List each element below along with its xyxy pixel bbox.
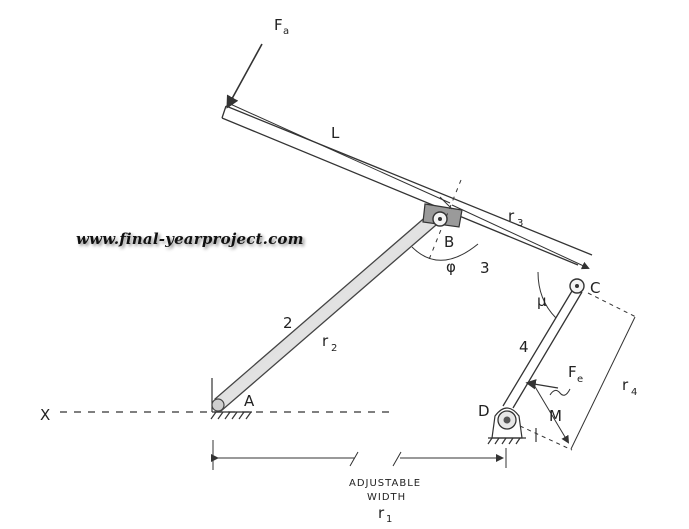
pivot-c-center (575, 284, 579, 288)
length-l-label: L (331, 124, 340, 142)
svg-text:r: r (378, 504, 385, 522)
link-r2-label: r 2 (322, 332, 338, 354)
link-2-number: 2 (283, 314, 293, 332)
angle-phi-label: φ (446, 258, 456, 276)
dimension-r4 (519, 292, 639, 451)
adjustable-label: ADJUSTABLE (349, 478, 421, 489)
link-3-bar (221, 105, 593, 266)
moment-arm-label: M (549, 407, 562, 425)
force-fa-label: F a (274, 16, 290, 37)
svg-text:4: 4 (631, 387, 638, 398)
output-force-arrow (525, 379, 559, 390)
svg-text:r: r (322, 332, 329, 350)
svg-text:r: r (622, 376, 629, 394)
svg-text:a: a (283, 26, 290, 37)
watermark-url: www.final-yearproject.com (76, 230, 304, 248)
output-force-leader (549, 388, 571, 396)
joint-b-label: B (444, 233, 454, 251)
input-force-arrow (226, 43, 263, 109)
svg-text:F: F (568, 363, 577, 381)
angle-phi-arc (411, 243, 479, 261)
link-3-number: 3 (480, 259, 490, 277)
joint-d-label: D (478, 402, 490, 420)
dimension-adjustable-width (211, 440, 507, 470)
svg-text:3: 3 (517, 218, 524, 229)
link-4 (502, 290, 583, 409)
link-4-number: 4 (519, 338, 529, 356)
svg-text:2: 2 (331, 343, 338, 354)
link-r3-label: r 3 (508, 207, 524, 229)
block-axis-dashed (427, 179, 462, 263)
svg-text:r: r (508, 207, 515, 225)
moment-arm-line (533, 384, 570, 444)
ground-r1-label: r 1 (378, 504, 393, 525)
link-r4-label: r 4 (622, 376, 638, 398)
dimension-r3 (451, 204, 590, 270)
joint-c-label: C (590, 279, 600, 297)
pivot-b-center (438, 217, 442, 221)
angle-mu-arc (537, 271, 557, 319)
force-fe-label: F e (568, 363, 584, 385)
svg-text:1: 1 (386, 514, 393, 525)
width-label: WIDTH (367, 492, 406, 503)
angle-mu-label: μ (537, 292, 547, 310)
svg-text:F: F (274, 16, 283, 34)
dimension-l (227, 102, 453, 210)
pivot-d-inner (503, 416, 511, 424)
x-axis-label: X (40, 406, 50, 424)
joint-a-label: A (244, 392, 255, 410)
pivot-a (211, 398, 225, 412)
svg-text:e: e (577, 374, 584, 385)
